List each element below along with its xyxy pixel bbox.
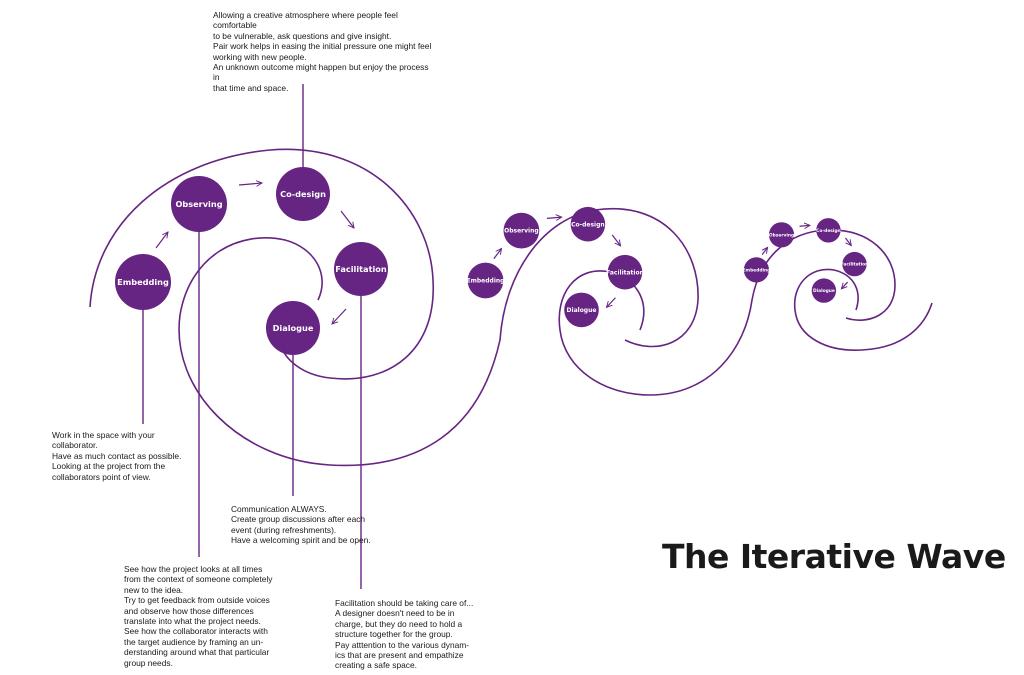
note-line: Looking at the project from the — [52, 461, 166, 472]
stage-arrow — [841, 281, 849, 289]
note-line: See how the project looks at all times — [124, 564, 263, 574]
note-line: group needs. — [124, 657, 173, 668]
stage-arrow — [611, 234, 620, 246]
stage-label-embedding: Embedding — [117, 277, 169, 287]
stage-node-co-design — [276, 167, 330, 221]
note-line: the target audience by framing an un- — [124, 636, 264, 647]
wave-curve — [751, 229, 896, 321]
stage-arrow — [799, 225, 810, 226]
stage-arrow — [493, 248, 502, 260]
note-line: Create group discussions after each — [231, 514, 366, 525]
note-line: An unknown outcome might happen but enjo… — [213, 62, 429, 83]
stage-label-co-design: Co-design — [280, 189, 326, 199]
page-title: The Iterative Wave — [662, 537, 1006, 576]
note-line: Try to get feedback from outside voices — [124, 595, 270, 606]
stage-label-embedding: Embedding — [743, 267, 771, 273]
stage-node-observing — [171, 176, 227, 232]
note-line: derstanding around what that particular — [124, 647, 270, 658]
note-embedding: Work in the space with your collaborator… — [52, 430, 202, 482]
stage-label-dialogue: Dialogue — [813, 288, 835, 294]
note-observing: See how the project looks at all times f… — [124, 564, 284, 668]
stage-node-observing — [768, 222, 795, 248]
wave-curve — [558, 270, 753, 396]
note-line: Communication ALWAYS. — [231, 504, 327, 514]
note-line: collaborator. — [52, 440, 98, 451]
note-line: Pay atttention to the various dynam- — [335, 639, 470, 650]
stage-arrow — [606, 297, 616, 308]
note-line: See how the collaborator interacts with — [124, 626, 268, 637]
stage-node-observing — [503, 212, 540, 249]
note-line: Have as much contact as possible. — [52, 450, 182, 461]
note-dialogue: Communication ALWAYS. Create group discu… — [231, 504, 391, 546]
stage-node-co-design — [570, 206, 606, 242]
stage-arrow — [332, 308, 347, 324]
stage-label-observing: Observing — [175, 199, 222, 209]
stage-label-co-design: Co-design — [816, 228, 841, 234]
note-line: collaborators point of view. — [52, 471, 151, 482]
stage-label-facilitation: Facilitation — [841, 262, 869, 268]
stage-label-dialogue: Dialogue — [273, 323, 314, 333]
note-line: working with new people. — [213, 51, 307, 62]
stage-node-facilitation — [334, 242, 388, 296]
stage-node-facilitation — [607, 254, 643, 290]
note-line: A designer doesn't need to be in — [335, 608, 455, 619]
stage-node-embedding — [467, 262, 504, 299]
stage-label-observing: Observing — [504, 228, 539, 235]
stage-arrow — [762, 247, 767, 255]
stage-arrow — [844, 237, 851, 246]
wave-curve — [793, 268, 933, 351]
stage-label-observing: Observing — [769, 232, 794, 238]
note-line: event (during refreshments). — [231, 524, 337, 535]
stage-node-dialogue — [266, 301, 320, 355]
note-line: and observe how those differences — [124, 605, 254, 616]
note-line: Have a welcoming spirit and be open. — [231, 535, 371, 546]
note-line: that time and space. — [213, 82, 289, 93]
wave-curve — [178, 237, 501, 467]
note-line: structure together for the group. — [335, 629, 453, 640]
wave-1-nodes: Embedding Observing Co-designFacilitationD… — [115, 167, 388, 355]
wave-curve — [89, 148, 434, 380]
stage-label-dialogue: Dialogue — [567, 307, 597, 314]
stage-arrow — [238, 183, 262, 185]
note-line: creating a safe space. — [335, 660, 417, 671]
stage-label-embedding: Embedding — [467, 278, 505, 285]
note-line: translate into what the project needs. — [124, 616, 261, 627]
stage-node-dialogue — [811, 278, 837, 303]
wave-2-nodes: Embedding Observing Co-designFacilitationD… — [467, 206, 644, 328]
stage-label-facilitation: Facilitation — [606, 269, 644, 276]
note-line: Pair work helps in easing the initial pr… — [213, 41, 432, 52]
stage-label-facilitation: Facilitation — [335, 264, 387, 274]
note-line: new to the idea. — [124, 584, 184, 595]
note-line: Facilitation should be taking care of... — [335, 598, 474, 608]
stage-arrow — [546, 217, 562, 218]
stage-arrow — [340, 210, 354, 228]
stage-node-facilitation — [842, 251, 867, 277]
stage-arrow — [155, 232, 168, 249]
note-co-design: Allowing a creative atmosphere where peo… — [213, 10, 435, 93]
stage-node-co-design — [816, 218, 841, 243]
note-line: to be vulnerable, ask questions and give… — [213, 30, 392, 41]
wave-curve — [499, 207, 699, 348]
note-line: Work in the space with your — [52, 430, 155, 440]
note-line: Allowing a creative atmosphere where peo… — [213, 10, 398, 31]
stage-node-embedding — [115, 254, 171, 310]
stage-node-embedding — [743, 257, 770, 283]
stage-label-co-design: Co-design — [571, 221, 605, 228]
wave-3-nodes: Embedding Observing Co-designFacilitationD… — [743, 218, 869, 303]
note-line: charge, but they do need to hold a — [335, 618, 463, 629]
note-facilitation: Facilitation should be taking care of...… — [335, 598, 480, 671]
note-line: ics that are present and empathize — [335, 650, 464, 661]
note-line: from the context of someone completely — [124, 574, 273, 585]
stage-node-dialogue — [564, 292, 599, 328]
